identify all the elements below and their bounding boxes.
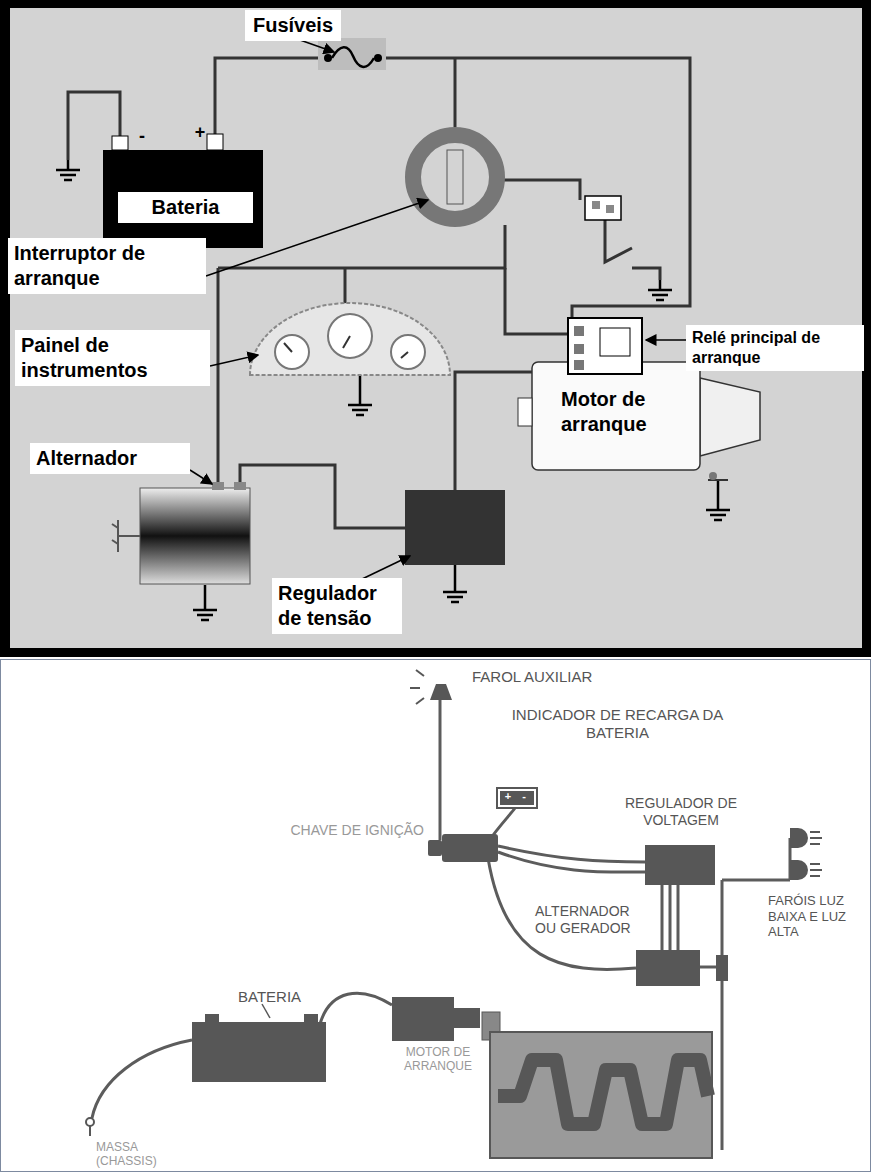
box-text: Bateria <box>124 195 247 220</box>
part-label: ALTERNADOR OU GERADOR <box>535 903 645 937</box>
charge-indicator <box>497 788 537 808</box>
battery-label: Bateria <box>118 192 253 223</box>
voltage-regulator <box>405 490 505 565</box>
switch-label: Interruptor de arranque <box>8 238 206 294</box>
panel-label: Painel de instrumentos <box>15 330 210 386</box>
part-label: REGULADOR DE VOLTAGEM <box>622 795 740 829</box>
part-label: FARÓIS LUZ BAIXA E LUZ ALTA <box>768 893 866 940</box>
part-label: BATERIA <box>238 988 328 1006</box>
box-text: Motor de arranque <box>561 387 689 437</box>
leader-lines <box>190 40 686 580</box>
fuse-label: Fusíveis <box>245 10 341 41</box>
ground-marker <box>86 1118 94 1136</box>
instrument-panel <box>250 303 450 375</box>
alternator <box>112 482 250 584</box>
battery <box>103 134 263 248</box>
start-relay-small <box>585 196 621 220</box>
part-label: CHAVE DE IGNIÇÃO <box>260 822 424 839</box>
regulator-label: Regulador de tensão <box>272 578 402 634</box>
box-text: Alternador <box>36 446 184 471</box>
box-text: Regulador de tensão <box>278 581 396 631</box>
box-text: Interruptor de arranque <box>14 241 200 291</box>
top-panel <box>0 0 871 657</box>
engine-block <box>490 1032 712 1158</box>
ignition-key <box>428 834 498 862</box>
starter-box <box>392 997 500 1041</box>
part-label: FAROL AUXILIAR <box>472 668 662 686</box>
box-text: Relé principal de arranque <box>692 328 858 368</box>
part-label: MASSA (CHASSIS) <box>96 1140 186 1169</box>
motor-label: Motor de arranque <box>555 384 695 440</box>
indicator-sign: - <box>518 790 530 803</box>
battery-box <box>192 1004 326 1082</box>
headlamps <box>790 828 822 880</box>
alternator-label: Alternador <box>30 443 190 474</box>
alternator-box <box>636 950 728 986</box>
relay-label: Relé principal de arranque <box>686 325 864 371</box>
bottom-panel <box>1 660 871 1172</box>
part-label: INDICADOR DE RECARGA DA BATERIA <box>510 706 725 742</box>
terminal-sign: - <box>134 126 150 148</box>
terminal-sign: + <box>192 122 208 144</box>
box-text: Painel de instrumentos <box>21 333 204 383</box>
fuse <box>318 38 386 70</box>
aux-lamp <box>410 670 452 704</box>
box-text: Fusíveis <box>251 13 335 38</box>
regulator-box <box>645 845 715 885</box>
part-label: MOTOR DE ARRANQUE <box>392 1045 484 1074</box>
indicator-sign: + <box>502 790 514 803</box>
ignition-switch <box>413 135 497 219</box>
